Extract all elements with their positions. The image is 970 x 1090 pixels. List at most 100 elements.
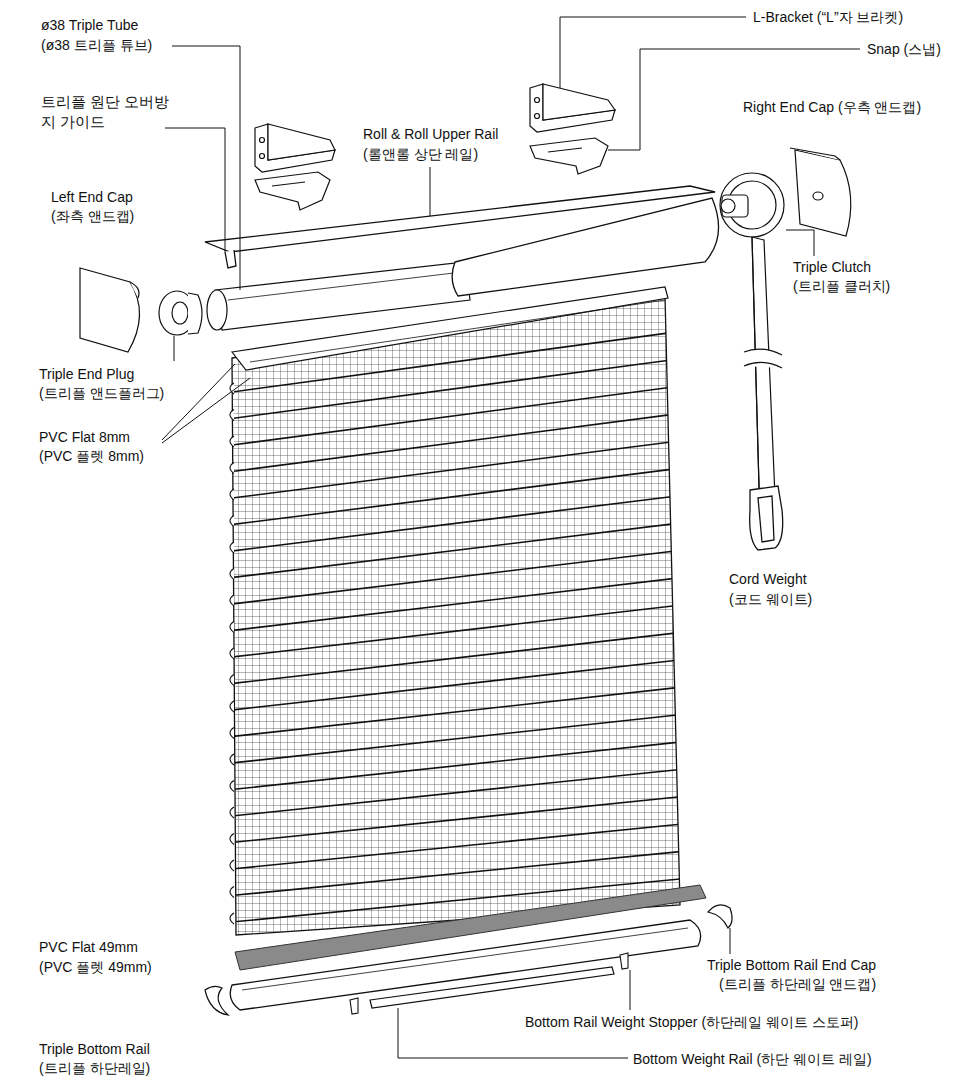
fabric-slat <box>232 823 690 869</box>
triple-tube <box>207 262 470 330</box>
drawing-part <box>548 148 582 152</box>
drawing-part <box>790 148 840 160</box>
drawing-part <box>272 182 305 186</box>
fabric-scallop <box>230 463 234 474</box>
drawing-part <box>350 998 358 1014</box>
part-label: ø38 Triple Tube <box>40 16 139 34</box>
drawing-part <box>228 272 462 300</box>
drawing-part <box>165 128 225 252</box>
fabric-scallop <box>230 887 234 898</box>
fabric-slat <box>232 686 690 736</box>
weight-stopper <box>350 953 628 1014</box>
drawing-part <box>430 167 431 216</box>
end-plug <box>159 291 202 335</box>
part-label: Triple Bottom Rail End Cap <box>706 956 877 974</box>
drawing-part <box>232 296 680 935</box>
drawing-part <box>215 262 470 330</box>
fabric-slat <box>232 522 690 578</box>
drawing-part <box>744 349 782 368</box>
part-label: (PVC 플렛 8mm) <box>38 447 145 465</box>
drawing-part <box>721 199 735 213</box>
drawing-part <box>786 230 814 256</box>
fabric-scallop <box>230 913 234 924</box>
leader-lines <box>162 17 860 1058</box>
drawing-part <box>162 364 235 440</box>
drawing-part <box>174 336 175 361</box>
fabric-scallop <box>230 781 234 792</box>
fabric-slat <box>232 440 690 498</box>
fabric-scallop <box>230 489 234 500</box>
fabric-slat <box>232 494 690 551</box>
drawing-part <box>744 349 782 368</box>
drawing-part <box>708 905 732 928</box>
fabric-scallop <box>230 595 234 606</box>
fabric-edge <box>230 383 234 924</box>
part-label: Triple End Plug <box>38 365 135 383</box>
part-label: Roll & Roll Upper Rail <box>362 125 499 143</box>
part-label: Cord Weight <box>728 570 808 588</box>
drawing-part <box>130 282 139 298</box>
fabric-slat <box>232 659 690 710</box>
drawing-part <box>230 920 700 1010</box>
part-label: (롤앤롤 상단 레일) <box>362 145 479 163</box>
fabric-slat <box>232 467 690 525</box>
drawing-part <box>630 970 631 1010</box>
part-label: Snap (스냅) <box>866 40 942 58</box>
drawing-part <box>172 302 188 324</box>
part-label: 트리플 원단 오버방지 가이드 <box>40 92 172 132</box>
drawing-part <box>255 124 335 172</box>
fabric-scallop <box>230 807 234 818</box>
drawing-part <box>730 928 731 954</box>
part-label: Bottom Rail Weight Stopper (하단레일 웨이트 스토퍼… <box>524 1013 859 1031</box>
drawing-part <box>162 378 250 443</box>
part-label: (코드 웨이트) <box>728 590 813 608</box>
drawing-part <box>232 287 668 370</box>
snap <box>255 138 608 210</box>
drawing-part <box>530 84 615 132</box>
drawing-part <box>795 150 851 236</box>
triple-clutch <box>720 173 784 522</box>
drawing-part <box>268 124 335 160</box>
drawing-part <box>232 296 680 935</box>
fabric-slat <box>232 604 690 657</box>
fabric-scallop <box>230 675 234 686</box>
fabric-scallop <box>230 622 234 633</box>
part-label: Right End Cap (우측 앤드캡) <box>742 98 922 116</box>
drawing-part <box>813 192 823 200</box>
drawing-part <box>752 237 776 522</box>
fabric-slats <box>232 330 690 922</box>
part-label: PVC Flat 8mm <box>38 428 131 446</box>
drawing-part <box>543 84 615 120</box>
drawing-part <box>260 138 265 143</box>
fabric-slat <box>232 577 690 631</box>
drawing-part <box>207 290 227 330</box>
drawing-part <box>752 237 760 522</box>
fabric-slat <box>232 412 690 471</box>
drawing-part <box>452 198 718 296</box>
drawing-part <box>255 172 330 210</box>
fabric-scallop <box>230 516 234 527</box>
part-label: Left End Cap <box>50 188 134 206</box>
fabric-scallop <box>230 701 234 712</box>
fabric-slat <box>232 549 690 604</box>
drawing-part <box>722 195 748 217</box>
drawing-part <box>172 46 240 290</box>
drawing-part <box>758 496 774 542</box>
fabric-slat <box>232 796 690 843</box>
fabric-scallop <box>230 436 234 447</box>
part-label: Triple Clutch <box>792 258 872 276</box>
cord-break <box>744 349 782 368</box>
drawing-part <box>750 486 783 550</box>
drawing-part <box>720 173 784 237</box>
drawing-part <box>560 17 746 88</box>
weight-rail <box>370 967 614 1008</box>
fabric-scallop <box>230 542 234 553</box>
drawing-part <box>242 928 688 990</box>
part-label: (트리플 클러치) <box>792 277 891 295</box>
part-label: Triple Bottom Rail <box>38 1040 151 1058</box>
fabric-slat <box>232 851 690 896</box>
cord-weight <box>750 486 783 550</box>
fabric-slat <box>232 357 690 418</box>
drawing-part <box>205 986 228 1015</box>
